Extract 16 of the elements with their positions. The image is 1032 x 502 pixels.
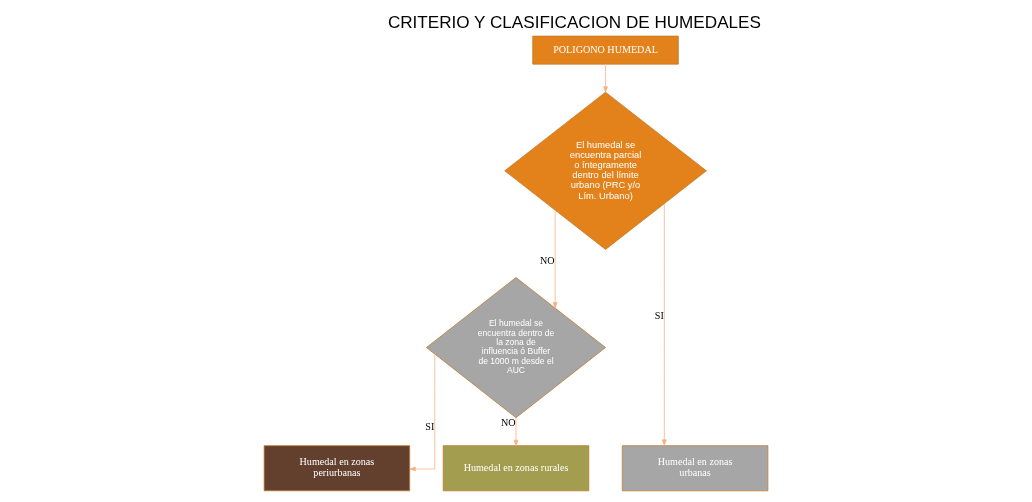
node-diamond: El humedal se encuentra parcial o íntegramente dentro del límite urbano (PRC y/o Lím. Urbano) (504, 91, 707, 250)
node-diamond: El humedal se encuentra dentro de la zona de influencia ó Buffer de 1000 m desde el AUC (426, 277, 606, 418)
edge-label: SI (425, 420, 435, 432)
edge-label: SI (654, 310, 664, 321)
node-box: Humedal en zonas rurales (442, 445, 590, 492)
arrow (603, 63, 608, 93)
arrow (662, 203, 667, 446)
arrow (513, 417, 519, 447)
arrow (409, 354, 436, 472)
arrow (552, 209, 558, 309)
edge-label: NO (500, 417, 516, 429)
node-box: Humedal en zonas urbanas (621, 445, 769, 492)
edge-label: NO (540, 255, 555, 267)
node-box: POLIGONO HUMEDAL (532, 35, 679, 65)
node-box: Humedal en zonas periurbanas (263, 445, 411, 492)
diagram-title: CRITERIO Y CLASIFICACION DE HUMEDALES (387, 13, 761, 32)
